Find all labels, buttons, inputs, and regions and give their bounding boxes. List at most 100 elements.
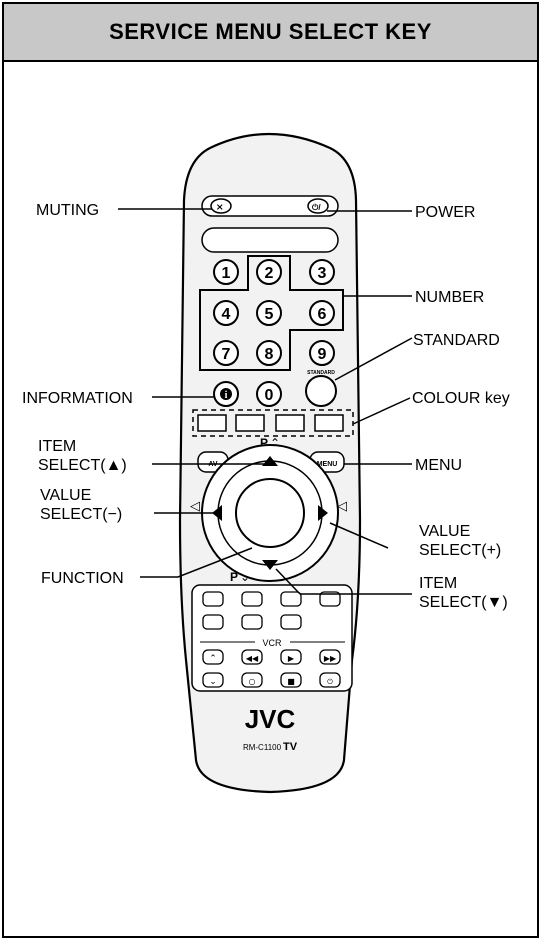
muting-button[interactable] [210,198,232,214]
colour-red-button[interactable] [197,414,227,432]
volume-minus-icon: ◁ [190,499,200,514]
power-label: POWER [415,204,475,221]
digit-5-button[interactable] [256,300,282,326]
teletext-button-1[interactable] [202,591,224,607]
item-select-up-label-1: ITEM [38,438,76,455]
digit-6-button[interactable] [309,300,335,326]
menu-label: MENU [415,457,462,474]
item-down-callout-line [275,568,301,595]
speaker-mute-icon: ⨯ [216,202,224,212]
model-suffix: TV [283,741,298,753]
vcr-up-button[interactable] [202,649,224,665]
vcr-label: VCR [262,638,282,648]
page-title: SERVICE MENU SELECT KEY [109,19,432,44]
standard-callout-line [334,337,413,381]
function-label: FUNCTION [41,570,124,587]
teletext-button-3[interactable] [280,591,302,607]
function-callout-line [140,547,253,578]
standard-button-text: STANDARD [307,370,335,376]
digit-2-label: 2 [265,265,274,282]
information-icon [220,388,232,400]
vcr-stop-button[interactable] [280,672,302,688]
header-bar: SERVICE MENU SELECT KEY [4,4,537,62]
teletext-button-7[interactable] [280,614,302,630]
top-button-bar [201,195,339,217]
number-label: NUMBER [415,289,484,306]
colour-yellow-button[interactable] [275,414,305,432]
colour-blue-button[interactable] [314,414,344,432]
value-select-minus-label-1: VALUE [40,487,91,504]
vcr-play-button[interactable] [280,649,302,665]
digit-3-button[interactable] [309,259,335,285]
colour-key-box [192,409,354,437]
vcr-down-button[interactable] [202,672,224,688]
vcr-rewind-button[interactable] [241,649,263,665]
digit-3-label: 3 [318,265,327,282]
vcr-rewind-icon: ◀◀ [246,654,259,663]
digit-0-label: 0 [265,387,274,404]
wide-bar [201,227,339,253]
teletext-button-5[interactable] [202,614,224,630]
digit-8-label: 8 [265,346,274,363]
dpad-right-button[interactable] [318,505,328,521]
function-center-button[interactable] [235,478,305,548]
item-select-down-label-2: SELECT(▼) [419,594,508,611]
power-button[interactable] [307,198,329,214]
dpad-up-button[interactable] [262,456,278,466]
teletext-button-2[interactable] [241,591,263,607]
model-number: RM-C1100 [243,743,282,752]
p-up-label: P [260,436,268,450]
digit-6-label: 6 [318,306,327,323]
teletext-button-4[interactable] [319,591,341,607]
digit-5-label: 5 [265,306,274,323]
vcr-forward-button[interactable] [319,649,341,665]
digit-4-label: 4 [222,306,231,323]
digit-4-button[interactable] [213,300,239,326]
brand-logo: JVC [245,704,296,734]
dpad-left-button[interactable] [212,505,222,521]
information-label: INFORMATION [22,390,133,407]
digit-7-label: 7 [222,346,231,363]
digit-1-button[interactable] [213,259,239,285]
lower-button-panel [191,584,353,692]
item-select-up-label-2: SELECT(▲) [38,457,127,474]
vcr-stop-icon: ■ [287,677,295,686]
number-highlight-outline [199,255,344,371]
value-select-plus-label-2: SELECT(+) [419,542,501,559]
value-select-minus-label-2: SELECT(−) [40,506,122,523]
vcr-power-icon: ⏻ [327,678,333,686]
digit-0-button[interactable] [256,381,282,407]
info-i-glyph: i [225,390,228,401]
digit-9-button[interactable] [309,340,335,366]
item-select-down-label-1: ITEM [419,575,457,592]
colour-key-label: COLOUR key [412,390,510,407]
vcr-rec-button[interactable] [241,672,263,688]
vcr-up-icon: ⌃ [209,654,217,664]
standard-label: STANDARD [413,332,500,349]
digit-7-button[interactable] [213,340,239,366]
vcr-down-icon: ⌄ [209,677,217,687]
colour-key-callout-line [352,397,411,425]
value-select-plus-label-1: VALUE [419,523,470,540]
vcr-rec-icon: ○ [249,677,256,686]
menu-button-text: MENU [317,461,338,468]
vcr-play-icon: ▶ [288,654,295,663]
digit-2-button[interactable] [256,259,282,285]
colour-green-button[interactable] [235,414,265,432]
teletext-button-6[interactable] [241,614,263,630]
value-plus-callout-line [329,522,389,549]
volume-plus-icon: ◁ [337,499,347,514]
p-up-chevron-icon: ⌃ [270,436,280,450]
standard-button[interactable] [305,375,337,407]
power-icon: ⏻/ [312,203,321,212]
p-down-label: P [230,570,238,584]
dpad-down-button[interactable] [262,560,278,570]
vcr-power-button[interactable] [319,672,341,688]
muting-label: MUTING [36,202,99,219]
digit-9-label: 9 [318,346,327,363]
vcr-forward-icon: ▶▶ [324,654,337,663]
digit-8-button[interactable] [256,340,282,366]
digit-1-label: 1 [222,265,231,282]
